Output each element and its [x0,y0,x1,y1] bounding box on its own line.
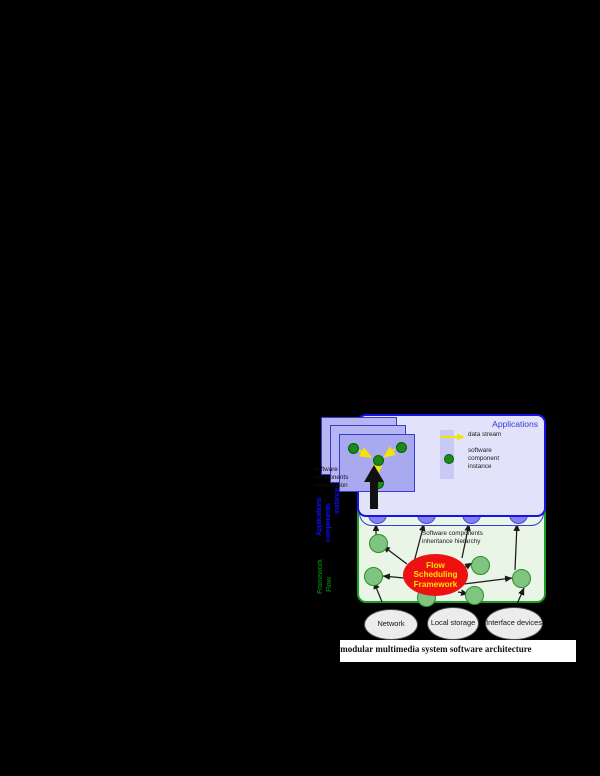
resource-network: Network [364,609,418,640]
instantiation-label: software components instantiation [314,466,349,489]
framework-component-node [471,556,490,575]
flow-scheduling-framework-label: Flow Scheduling Framework [413,560,458,589]
framework-component-node [512,569,531,588]
framework-component-node [465,586,484,605]
resource-interface-devices: Interface devices [485,607,543,640]
resource-local-storage: Local storage [427,607,479,640]
side-fragment-green-b: Flow [326,577,333,592]
framework-component-node [364,567,383,586]
legend-component-label: software component instance [468,447,500,471]
legend: data stream software component instance [440,428,502,482]
architecture-figure: Applications components instance Framewo… [312,406,576,664]
component-instance-node [348,443,359,454]
flow-scheduling-framework: Flow Scheduling Framework [403,554,468,596]
figure-caption-strip: A modular multimedia system software arc… [340,640,576,662]
figure-caption: A modular multimedia system software arc… [340,644,532,654]
component-instance-node [396,442,407,453]
component-instance-node [373,455,384,466]
hierarchy-label: Software components inheritance hierarch… [422,530,483,546]
component-instance-icon [444,454,454,464]
data-stream-arrow-icon [440,433,465,441]
applications-title: Applications [492,419,538,429]
framework-component-node [369,534,388,553]
side-fragment-green-a: Framework [317,559,324,594]
instantiation-arrow-icon [364,465,384,509]
legend-data-stream-label: data stream [468,431,502,438]
